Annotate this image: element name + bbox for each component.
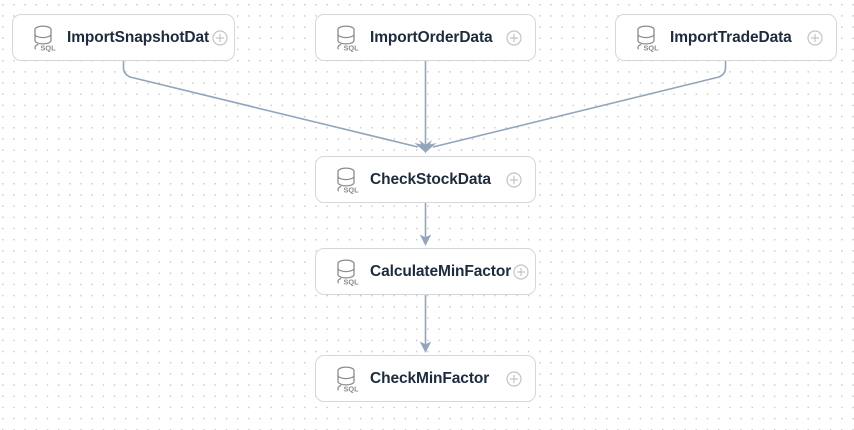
database-sql-icon: SQL <box>337 24 360 52</box>
svg-text:SQL: SQL <box>41 43 57 52</box>
plus-circle-icon[interactable] <box>513 263 529 280</box>
database-sql-icon: SQL <box>34 24 57 52</box>
database-sql-icon: SQL <box>337 258 360 286</box>
node-label: CheckMinFactor <box>370 369 490 387</box>
plus-circle-icon[interactable] <box>212 29 228 46</box>
plus-circle-icon[interactable] <box>506 29 522 46</box>
node-import-trade-data[interactable]: SQL ImportTradeData <box>615 14 837 61</box>
svg-text:SQL: SQL <box>644 43 660 52</box>
node-check-min-factor[interactable]: SQL CheckMinFactor <box>315 355 536 402</box>
svg-text:SQL: SQL <box>344 277 360 286</box>
svg-text:SQL: SQL <box>344 185 360 194</box>
database-sql-icon: SQL <box>637 24 660 52</box>
database-sql-icon: SQL <box>337 365 360 393</box>
node-check-stock-data[interactable]: SQL CheckStockData <box>315 156 536 203</box>
database-sql-icon: SQL <box>337 166 360 194</box>
plus-circle-icon[interactable] <box>807 29 823 46</box>
node-calculate-min-factor[interactable]: SQL CalculateMinFactor <box>315 248 536 295</box>
edge-calculate-to-check-min <box>419 295 432 353</box>
plus-circle-icon[interactable] <box>506 370 522 387</box>
node-label: CheckStockData <box>370 170 491 188</box>
svg-text:SQL: SQL <box>344 43 360 52</box>
node-label: ImportSnapshotDat <box>67 28 210 46</box>
node-label: ImportTradeData <box>670 28 792 46</box>
edge-snapshot-to-check-stock <box>122 61 432 153</box>
node-import-order-data[interactable]: SQL ImportOrderData <box>315 14 536 61</box>
node-label: CalculateMinFactor <box>370 262 512 280</box>
edge-trade-to-check-stock <box>419 61 727 153</box>
edge-order-to-check-stock <box>420 61 431 154</box>
node-label: ImportOrderData <box>370 28 493 46</box>
plus-circle-icon[interactable] <box>506 171 522 188</box>
edge-check-stock-to-calculate <box>419 203 432 246</box>
svg-text:SQL: SQL <box>344 384 360 393</box>
node-import-snapshot-data[interactable]: SQL ImportSnapshotDat <box>12 14 235 61</box>
